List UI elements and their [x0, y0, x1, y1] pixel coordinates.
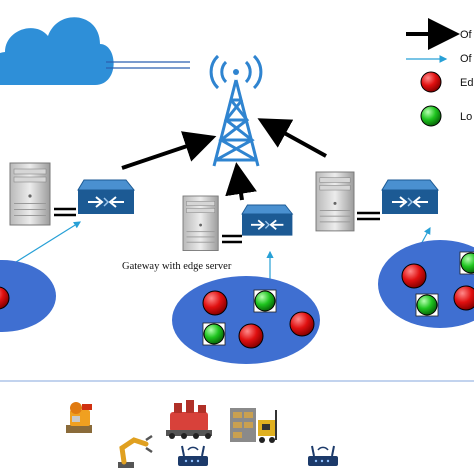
green-node-icon [254, 290, 276, 312]
cluster-middle [172, 276, 320, 364]
legend-offload-edge: Of [460, 53, 473, 65]
offload-arrows [121, 118, 327, 201]
gateway-middle [182, 195, 294, 251]
green-node-icon [416, 294, 438, 316]
wifi-router-icon [308, 445, 338, 466]
red-node-icon [202, 290, 228, 316]
cluster-right [378, 240, 474, 328]
edge-offload-arrows [15, 221, 431, 288]
legend-local-task: Lo [460, 111, 472, 123]
server-icon [9, 162, 51, 226]
legend: Of Of Edg Lo [406, 18, 474, 127]
factory-machine-icon [166, 400, 212, 439]
green-node-icon [460, 252, 474, 274]
cloud-tower-link [106, 61, 190, 69]
legend-edge-task: Edg [460, 77, 474, 89]
gateway-left [9, 162, 135, 226]
legend-green-node-icon [420, 105, 442, 127]
green-node-icon [203, 323, 225, 345]
gateway-right [315, 171, 439, 232]
warehouse-icon [230, 408, 277, 443]
red-node-icon [453, 285, 474, 311]
cluster-left [0, 260, 56, 332]
wifi-router-icon [178, 445, 208, 466]
server-icon [315, 171, 355, 232]
router-icon [241, 204, 294, 237]
red-node-icon [238, 323, 264, 349]
robot-machine-icon [66, 402, 92, 433]
legend-offload-cloud: Of [460, 29, 473, 41]
robot-arm-icon [118, 434, 153, 468]
server-icon [182, 195, 219, 251]
red-node-icon [289, 311, 315, 337]
router-icon [381, 179, 439, 215]
gateway-label: Gateway with edge server [122, 261, 232, 272]
cloud-icon [0, 17, 114, 85]
red-node-icon [401, 263, 427, 289]
router-icon [77, 179, 135, 215]
legend-red-node-icon [420, 71, 442, 93]
cell-tower-icon [209, 54, 263, 167]
red-node-icon [0, 286, 10, 310]
